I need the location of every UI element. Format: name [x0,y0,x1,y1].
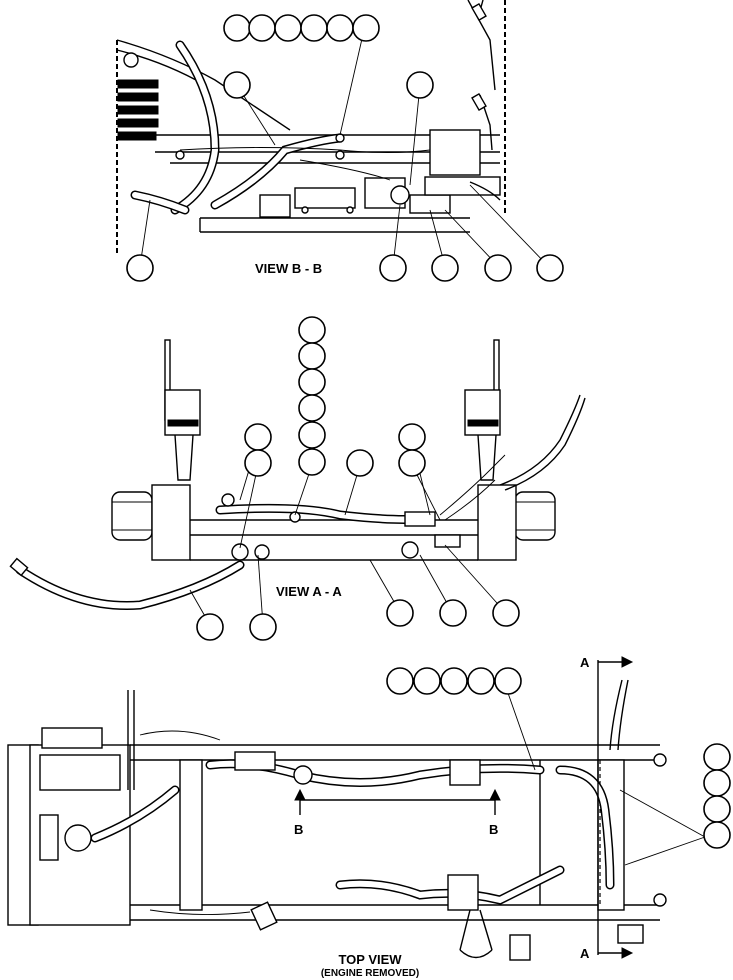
top-view-leaders [507,692,706,866]
callout-bubble [439,599,467,627]
callout-bubble [244,449,272,477]
callout-bubble [398,423,426,451]
view-b-b-drawing [116,0,506,255]
callout-bubble [352,14,380,42]
callout-bubble [386,667,414,695]
view-a-callouts [196,316,520,641]
callout-bubble [406,71,434,99]
callout-bubble [298,316,326,344]
callout-bubble [298,421,326,449]
callout-bubble [248,14,276,42]
callout-bubble [703,743,731,771]
callout-bubble [494,667,522,695]
callout-bubble [126,254,154,282]
top-view-sublabel: (ENGINE REMOVED) [321,968,419,979]
callout-bubble [492,599,520,627]
callout-bubble [703,821,731,849]
callout-bubble [223,14,251,42]
view-b-b-label: VIEW B - B [255,261,322,276]
callout-bubble [398,449,426,477]
view-b-callouts [126,14,564,282]
callout-bubble [300,14,328,42]
callout-bubble [431,254,459,282]
view-a-a-label: VIEW A - A [276,584,342,599]
callout-bubble [274,14,302,42]
section-a-top-marker: A [580,655,590,670]
callout-bubble [703,795,731,823]
top-view-label: TOP VIEW [338,952,402,967]
callout-bubble [440,667,468,695]
callout-bubble [298,448,326,476]
callout-bubble [244,423,272,451]
section-b-left-marker: B [294,822,303,837]
callout-bubble [379,254,407,282]
section-a-bottom-marker: A [580,946,590,961]
callout-bubble [298,342,326,370]
callout-bubble [386,599,414,627]
callout-bubble [249,613,277,641]
callout-bubble [467,667,495,695]
callout-bubble [298,394,326,422]
callout-bubble [223,71,251,99]
top-view-callouts [386,667,731,849]
callout-bubble [484,254,512,282]
callout-bubble [326,14,354,42]
radiator-fins [117,79,159,141]
callout-bubble [196,613,224,641]
view-a-a-drawing [9,339,586,611]
top-view-drawing [7,656,667,961]
section-b-right-marker: B [489,822,498,837]
callout-bubble [346,449,374,477]
view-b-leaders [139,29,549,267]
callout-bubble [298,368,326,396]
callout-bubble [703,769,731,797]
callout-bubble [536,254,564,282]
callout-bubble [413,667,441,695]
